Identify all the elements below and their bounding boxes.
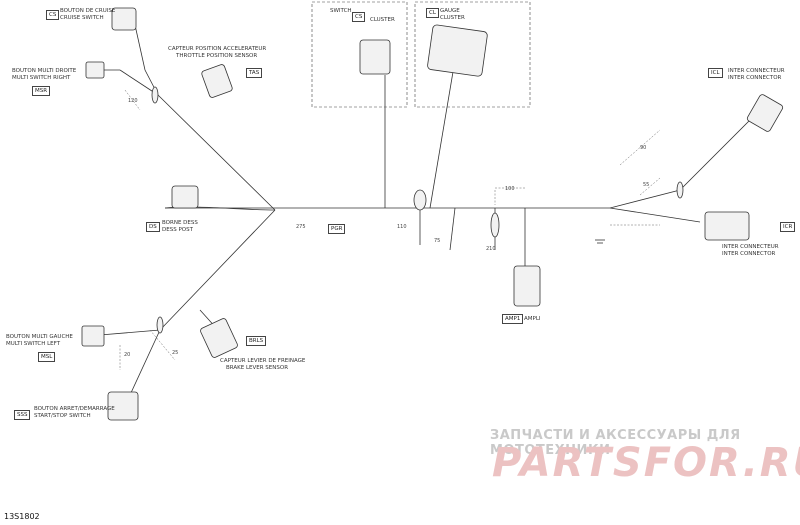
inter-connector-right-label-en: INTER CONNECTOR (722, 251, 776, 257)
dimension-value: 120 (128, 98, 138, 104)
amp-connector-shape (513, 265, 541, 307)
connector-shapes (81, 7, 784, 421)
gauge-cluster-connector-shape (427, 24, 488, 77)
harness-wires (92, 24, 761, 396)
multi-switch-right-label-en: MULTI SWITCH RIGHT (12, 75, 71, 81)
inter-connector-right-shape (704, 211, 750, 241)
switch-cluster-connector-shape (359, 39, 391, 75)
ground-symbol (595, 239, 605, 244)
switch-cluster-code: CS (352, 12, 366, 22)
dimension-value: 25 (172, 350, 179, 356)
ground-code: PGR (328, 224, 346, 234)
switch-cluster-label-fr: SWITCH (330, 8, 352, 14)
dimension-value: 90 (640, 145, 647, 151)
multi-switch-left-connector-shape (81, 325, 105, 347)
throttle-sensor-label-en: THROTTLE POSITION SENSOR (176, 53, 258, 59)
multi-switch-right-label-fr: BOUTON MULTI DROITE (12, 68, 77, 74)
throttle-sensor-code: TAS (246, 68, 263, 78)
dimension-value: 210 (486, 246, 496, 252)
inter-connector-right-code: ICR (780, 222, 796, 232)
amp-label: AMPLI (524, 316, 541, 322)
start-switch-label-fr: BOUTON ARRET/DEMARRAGE (34, 406, 115, 412)
fuse-shape-left (156, 316, 164, 334)
watermark-caption: ЗАПЧАСТИ И АКСЕССУАРЫ ДЛЯ МОТОТЕХНИКИ (490, 428, 741, 458)
dess-post-label-fr: BORNE DESS (162, 220, 198, 226)
start-switch-code: SSS (14, 410, 31, 420)
dimension-lines (119, 89, 661, 370)
cruise-switch-code: CS (46, 10, 60, 20)
start-switch-connector-shape (107, 391, 139, 421)
figure-id: 13S1802 (4, 512, 40, 521)
grommet-shape (413, 189, 427, 211)
cruise-switch-connector-shape (111, 7, 137, 31)
dimension-value: 20 (124, 352, 131, 358)
brake-sensor-code: BRLS (246, 336, 267, 346)
multi-switch-left-code: MSL (38, 352, 56, 362)
watermark-logo: PARTSFOR.RU (492, 440, 800, 486)
cruise-switch-label-en: CRUISE SWITCH (60, 15, 104, 21)
gauge-cluster-label-fr: GAUGE (440, 8, 460, 14)
multi-switch-right-code: MSR (32, 86, 51, 96)
brake-sensor-label-en: BRAKE LEVER SENSOR (226, 365, 289, 371)
inter-connector-left-shape (746, 94, 784, 132)
cluster-group-boxes (311, 1, 531, 108)
gauge-cluster-code: CL (426, 8, 439, 18)
switch-cluster-label-en: CLUSTER (370, 17, 395, 23)
multi-switch-left-label-en: MULTI SWITCH LEFT (6, 341, 61, 347)
fuse-shape-right (676, 181, 684, 199)
dess-post-label-en: DESS POST (162, 227, 193, 233)
terminal-post-shape (490, 212, 500, 238)
start-switch-label-en: START/STOP SWITCH (34, 413, 91, 419)
dimension-value: 75 (434, 238, 441, 244)
dess-post-connector-shape (171, 185, 199, 209)
inter-connector-left-label-en: INTER CONNECTOR (728, 75, 782, 81)
brake-sensor-connector-shape (200, 318, 238, 358)
dimension-value: 110 (397, 224, 407, 230)
throttle-sensor-connector-shape (201, 64, 233, 98)
inter-connector-left-code: ICL (708, 68, 723, 78)
inter-connector-left-label-fr: INTER CONNECTEUR (728, 68, 785, 74)
multi-switch-left-label-fr: BOUTON MULTI GAUCHE (6, 334, 73, 340)
throttle-sensor-label-fr: CAPTEUR POSITION ACCELERATEUR (168, 46, 267, 52)
dimension-value: 55 (643, 182, 650, 188)
fuse-shape-top (151, 86, 159, 104)
inter-connector-right-label-fr: INTER CONNECTEUR (722, 244, 779, 250)
multi-switch-right-connector-shape (85, 61, 105, 79)
cruise-switch-label-fr: BOUTON DE CRUISE (60, 8, 116, 14)
dess-post-code: DS (146, 222, 160, 232)
gauge-cluster-label-en: CLUSTER (440, 15, 465, 21)
amp-code: AMP1 (502, 314, 524, 324)
brake-sensor-label-fr: CAPTEUR LEVIER DE FREINAGE (220, 358, 306, 364)
dimension-value: 275 (296, 224, 306, 230)
dimension-value: 100 (505, 186, 515, 192)
